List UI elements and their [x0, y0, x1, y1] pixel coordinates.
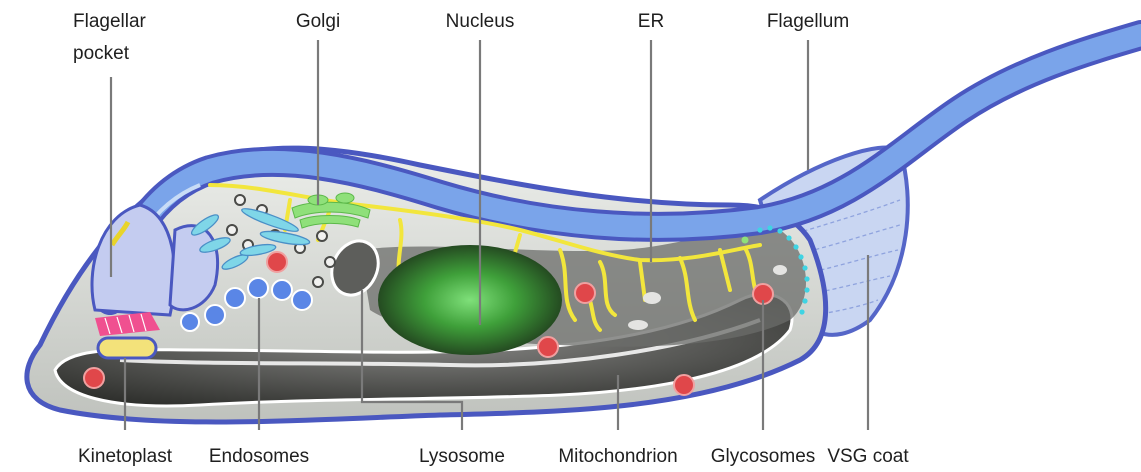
label-flagellum: Flagellum — [767, 11, 849, 32]
label-lysosome: Lysosome — [419, 446, 505, 467]
label-glycosomes: Glycosomes — [711, 446, 816, 467]
label-kinetoplast: Kinetoplast — [78, 446, 173, 467]
label-mitochondrion: Mitochondrion — [558, 446, 677, 467]
label-flagellar-pocket-line1: Flagellar — [73, 11, 147, 32]
label-flagellar-pocket-line2: pocket — [73, 43, 130, 64]
label-er: ER — [638, 11, 664, 32]
label-golgi: Golgi — [296, 11, 340, 32]
nucleus-organelle — [378, 245, 562, 355]
label-endosomes: Endosomes — [209, 446, 309, 467]
kinetoplast-organelle — [98, 338, 156, 358]
label-nucleus: Nucleus — [446, 11, 515, 32]
label-vsg-coat: VSG coat — [827, 446, 909, 467]
